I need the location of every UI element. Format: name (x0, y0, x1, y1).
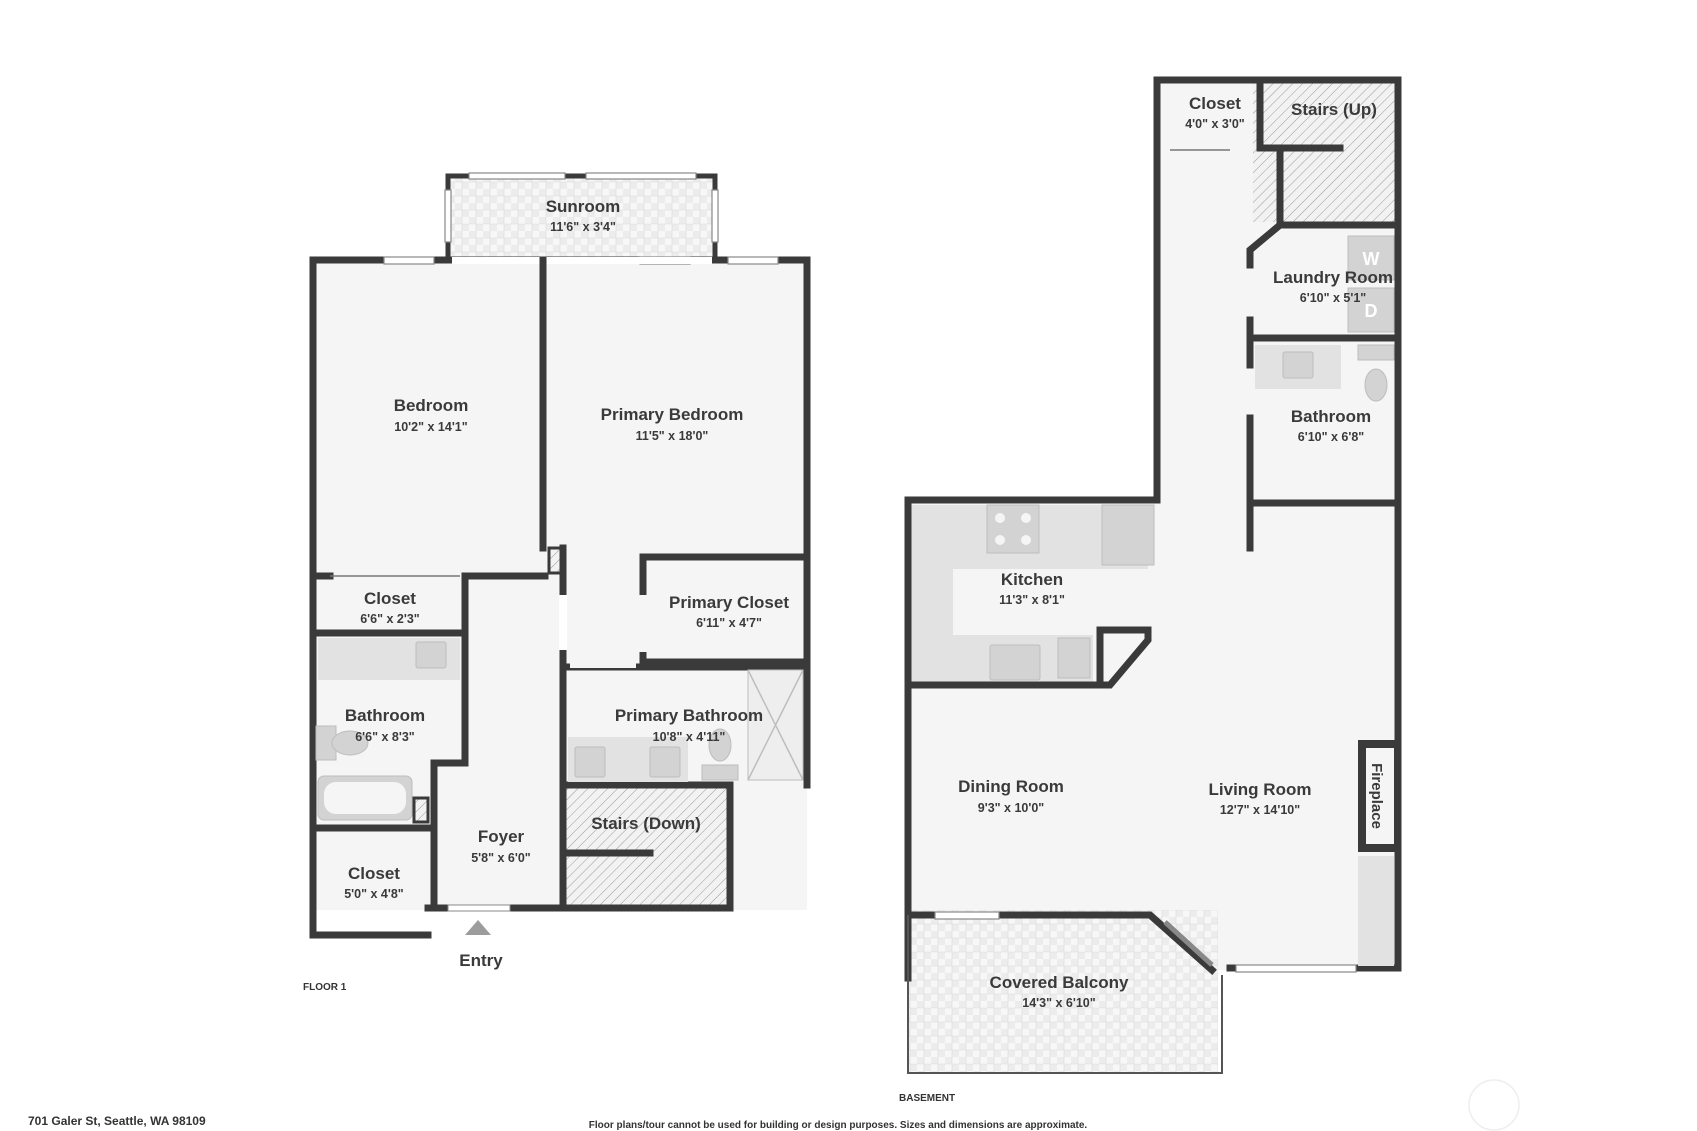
washer-icon: W (1363, 249, 1380, 269)
room-name-sunroom: Sunroom (546, 197, 621, 216)
floor-1-plan (309, 172, 811, 939)
address-text: 701 Galer St, Seattle, WA 98109 (28, 1114, 206, 1128)
entry-arrow-icon (465, 920, 491, 935)
entry-label: Entry (459, 951, 503, 970)
room-name-bathroom: Bathroom (345, 706, 425, 725)
room-dims-bedroom: 10'2" x 14'1" (394, 420, 467, 434)
stairs-down-hatch (563, 785, 730, 905)
room-dims-living-room: 12'7" x 14'10" (1220, 803, 1300, 817)
fireplace-label: Fireplace (1368, 763, 1385, 829)
sunroom-floor (450, 176, 715, 260)
room-name-primary-bathroom: Primary Bathroom (615, 706, 763, 725)
room-name-closet-c: Closet (1189, 94, 1241, 113)
room-name-primary-bedroom: Primary Bedroom (601, 405, 744, 424)
room-dims-closet-c: 4'0" x 3'0" (1185, 117, 1245, 131)
room-name-closet-b: Closet (348, 864, 400, 883)
room-dims-foyer: 5'8" x 6'0" (471, 851, 531, 865)
covered-balcony-floor (908, 910, 1218, 1073)
footer: 701 Galer St, Seattle, WA 98109 Floor pl… (28, 1079, 1520, 1131)
room-name-dining-room: Dining Room (958, 777, 1064, 796)
room-name-stairs-down: Stairs (Down) (591, 814, 701, 833)
room-dims-closet-b: 5'0" x 4'8" (344, 887, 404, 901)
room-dims-bathroom-b: 6'10" x 6'8" (1298, 430, 1365, 444)
room-name-closet-a: Closet (364, 589, 416, 608)
logo-watermark-icon (1468, 1079, 1520, 1131)
room-dims-primary-bedroom: 11'5" x 18'0" (636, 429, 709, 443)
room-name-primary-closet: Primary Closet (669, 593, 789, 612)
room-dims-primary-closet: 6'11" x 4'7" (696, 616, 762, 630)
basement-plan (904, 76, 1402, 1074)
room-name-bathroom-b: Bathroom (1291, 407, 1371, 426)
room-dims-primary-bathroom: 10'8" x 4'11" (653, 730, 726, 744)
dryer-icon: D (1365, 301, 1378, 321)
room-name-bedroom: Bedroom (394, 396, 469, 415)
room-dims-laundry-room: 6'10" x 5'1" (1300, 291, 1367, 305)
room-dims-covered-balcony: 14'3" x 6'10" (1022, 996, 1095, 1010)
disclaimer-text: Floor plans/tour cannot be used for buil… (589, 1120, 1088, 1131)
room-name-foyer: Foyer (478, 827, 525, 846)
basement-labels: BASEMENT Closet 4'0" x 3'0" Stairs (Up) … (899, 94, 1393, 1104)
room-dims-bathroom: 6'6" x 8'3" (355, 730, 415, 744)
room-dims-closet-a: 6'6" x 2'3" (360, 612, 420, 626)
room-name-laundry-room: Laundry Room (1273, 268, 1393, 287)
room-name-covered-balcony: Covered Balcony (990, 973, 1129, 992)
room-name-living-room: Living Room (1209, 780, 1312, 799)
basement-label: BASEMENT (899, 1093, 955, 1104)
room-dims-kitchen: 11'3" x 8'1" (999, 593, 1065, 607)
room-dims-dining-room: 9'3" x 10'0" (978, 801, 1045, 815)
room-name-stairs-up: Stairs (Up) (1291, 100, 1377, 119)
floor-1-label: FLOOR 1 (303, 982, 347, 993)
room-dims-sunroom: 11'6" x 3'4" (550, 220, 616, 234)
room-name-kitchen: Kitchen (1001, 570, 1063, 589)
floor-1-labels: FLOOR 1 Sunroom 11'6" x 3'4" Bedroom 10'… (303, 197, 789, 993)
